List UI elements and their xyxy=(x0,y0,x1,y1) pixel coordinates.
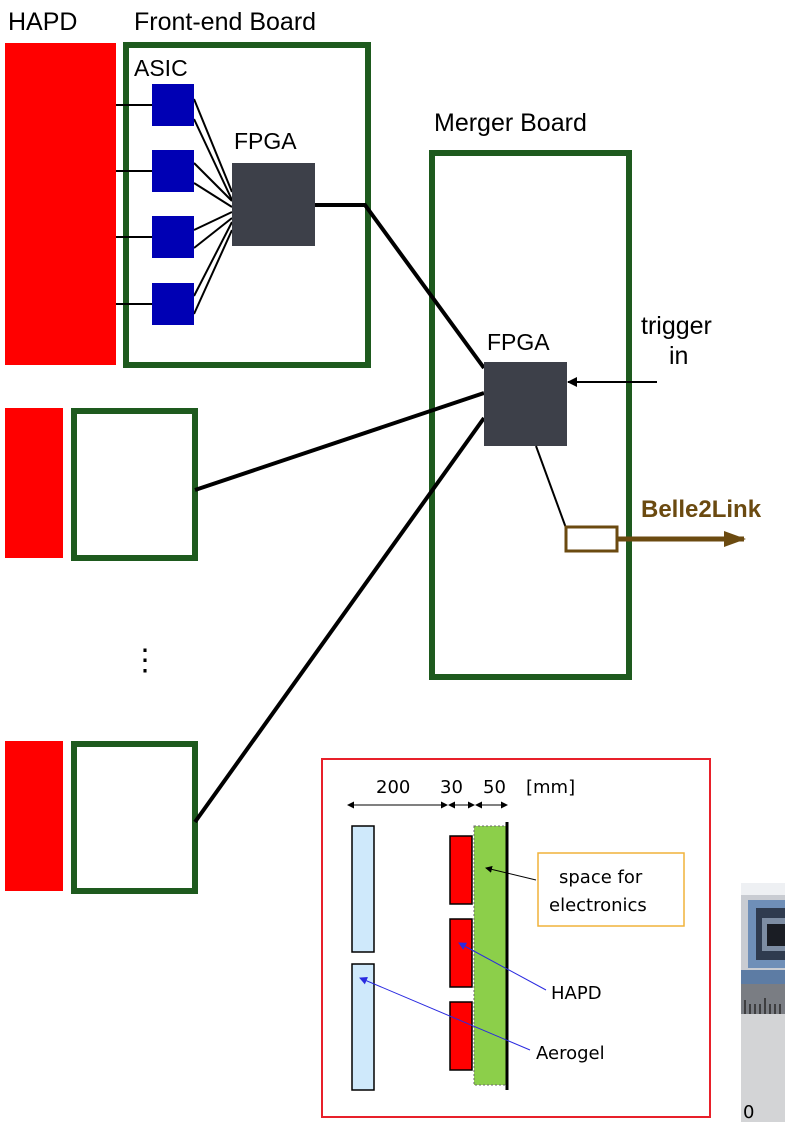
frontend-board-3 xyxy=(74,744,195,891)
asic-chip-4 xyxy=(152,283,194,325)
photo-scale-digit: 0 xyxy=(743,1102,754,1122)
merger-fpga-chip xyxy=(484,362,567,446)
asic-chip-3 xyxy=(152,216,194,258)
fpga-link-line xyxy=(536,446,566,528)
hapd-block-2 xyxy=(5,408,63,558)
fe-fpga-chip xyxy=(232,163,315,246)
dim-200-label: 200 xyxy=(376,777,410,798)
hapd-header-label: HAPD xyxy=(8,8,77,36)
inset-hapd-label: HAPD xyxy=(551,983,602,1004)
inset-hapd-block-3 xyxy=(450,1002,472,1070)
asic-fpga-lines xyxy=(194,99,232,314)
merger-board-label: Merger Board xyxy=(434,109,587,137)
aerogel-block-1 xyxy=(352,826,374,952)
inset-aerogel-label: Aerogel xyxy=(536,1043,605,1064)
hapd-asic-lines xyxy=(116,105,152,304)
electronics-note-line1: space for xyxy=(559,867,643,888)
electronics-note-line2: electronics xyxy=(549,895,647,916)
asic-chip-1 xyxy=(152,84,194,126)
merger-fpga-label: FPGA xyxy=(487,329,550,355)
trigger-label-line1: trigger xyxy=(641,312,712,340)
belle2link-label: Belle2Link xyxy=(641,496,762,523)
dim-unit-label: [mm] xyxy=(526,777,575,798)
frontend-merger-links xyxy=(195,205,484,822)
hapd-block-3 xyxy=(5,741,63,891)
dim-50-label: 50 xyxy=(483,777,506,798)
inset-hapd-block-1 xyxy=(450,836,472,904)
hapd-photo: 0 xyxy=(741,883,785,1122)
module-ellipsis: ⋮ xyxy=(130,644,160,677)
trigger-label-line2: in xyxy=(669,342,688,370)
electronics-space xyxy=(474,826,506,1085)
belle2link-connector xyxy=(566,527,617,551)
asic-chip-2 xyxy=(152,150,194,192)
fe-fpga-label: FPGA xyxy=(234,128,297,154)
inset-hapd-block-2 xyxy=(450,919,472,987)
frontend-board-2 xyxy=(74,411,195,558)
frontend-board-label: Front-end Board xyxy=(134,8,316,36)
hapd-block-1 xyxy=(5,43,116,365)
asic-label: ASIC xyxy=(134,55,188,81)
geometry-inset xyxy=(322,759,710,1117)
dim-30-label: 30 xyxy=(440,777,463,798)
